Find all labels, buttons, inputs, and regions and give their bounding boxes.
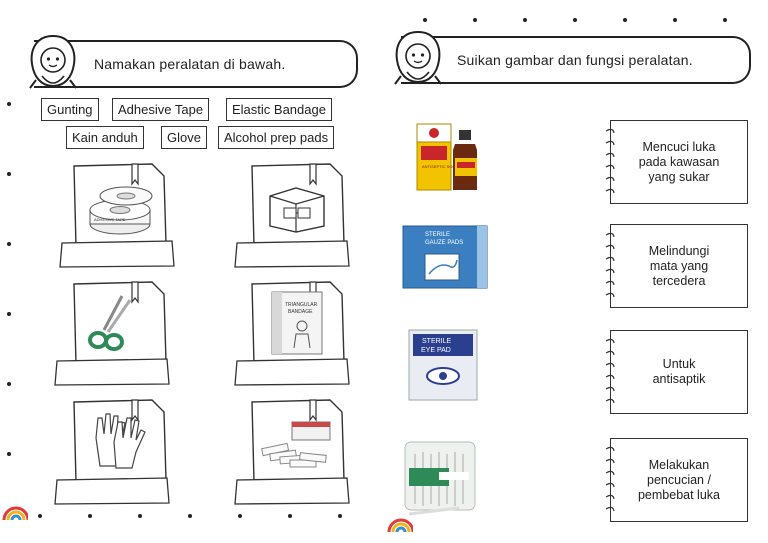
left-instruction-banner: Namakan peralatan di bawah. (34, 40, 358, 88)
word-glove: Glove (161, 126, 207, 149)
right-instruction-banner: Suikan gambar dan fungsi peralatan. (401, 36, 751, 84)
picture-frame-prep-pads (250, 398, 346, 484)
bandage-pack-line2: BANDAGE (288, 309, 313, 315)
answer-box-6[interactable] (233, 477, 351, 505)
top-dots (423, 18, 727, 22)
word-alcohol-prep-pads: Alcohol prep pads (218, 126, 335, 149)
left-worksheet: Namakan peralatan di bawah. Gunting Adhe… (0, 0, 370, 543)
antiseptic-solution-icon: ANTISEPTIC SOLUTION (416, 123, 477, 191)
eyepad-label-line2: EYE PAD (421, 347, 451, 354)
answer-box-2[interactable] (233, 240, 351, 268)
gauze-label-line1: STERILE (425, 232, 450, 238)
word-kain-anduh: Kain anduh (66, 126, 144, 149)
alcohol-prep-pads-icon (261, 421, 331, 468)
spiral-binding-icon (605, 232, 615, 298)
spiral-binding-icon (605, 128, 615, 194)
picture-frame-glove (72, 398, 168, 484)
rainbow-icon (2, 506, 28, 520)
word-adhesive-tape: Adhesive Tape (112, 98, 210, 121)
bottom-dots (38, 514, 342, 518)
answer-box-4[interactable] (233, 358, 351, 386)
antiseptic-label: ANTISEPTIC SOLUTION (422, 164, 467, 169)
scissors-icon (88, 295, 132, 351)
answer-box-5[interactable] (53, 477, 171, 505)
sterile-eye-pad-icon: STERILE EYE PAD (408, 329, 478, 401)
girl-mascot-icon (29, 34, 77, 89)
answer-box-3[interactable] (53, 358, 171, 386)
left-instruction-text: Namakan peralatan di bawah. (94, 56, 286, 72)
picture-frame-tape: ADHESIVE TAPE (72, 162, 168, 248)
spiral-binding-icon (605, 338, 615, 404)
adhesive-tape-icon: ADHESIVE TAPE (89, 186, 153, 235)
gauze-label-line2: GAUZE PADS (425, 240, 463, 246)
answer-box-1[interactable] (58, 240, 176, 268)
triangular-bandage-icon: TRIANGULAR BANDAGE (271, 291, 323, 355)
cotton-swabs-icon (404, 441, 476, 516)
bandage-pack-line1: TRIANGULAR (285, 302, 318, 308)
word-gunting: Gunting (41, 98, 99, 121)
eyepad-label-line1: STERILE (422, 338, 452, 345)
right-instruction-text: Suikan gambar dan fungsi peralatan. (457, 52, 693, 68)
picture-frame-scissors (72, 280, 168, 366)
margin-dots (7, 102, 11, 456)
picture-frame-triangular-bandage: TRIANGULAR BANDAGE (250, 280, 346, 366)
rainbow-icon (387, 518, 413, 532)
glove-icon (95, 413, 146, 469)
sterile-gauze-pads-icon: STERILE GAUZE PADS (402, 225, 488, 289)
elastic-bandage-icon (269, 187, 325, 233)
girl-mascot-icon (394, 30, 442, 85)
right-worksheet: Suikan gambar dan fungsi peralatan. ANTI… (385, 0, 768, 543)
word-elastic-bandage: Elastic Bandage (226, 98, 332, 121)
picture-frame-bandage (250, 162, 346, 248)
spiral-binding-icon (605, 446, 615, 512)
tape-roll-label: ADHESIVE TAPE (94, 217, 126, 222)
